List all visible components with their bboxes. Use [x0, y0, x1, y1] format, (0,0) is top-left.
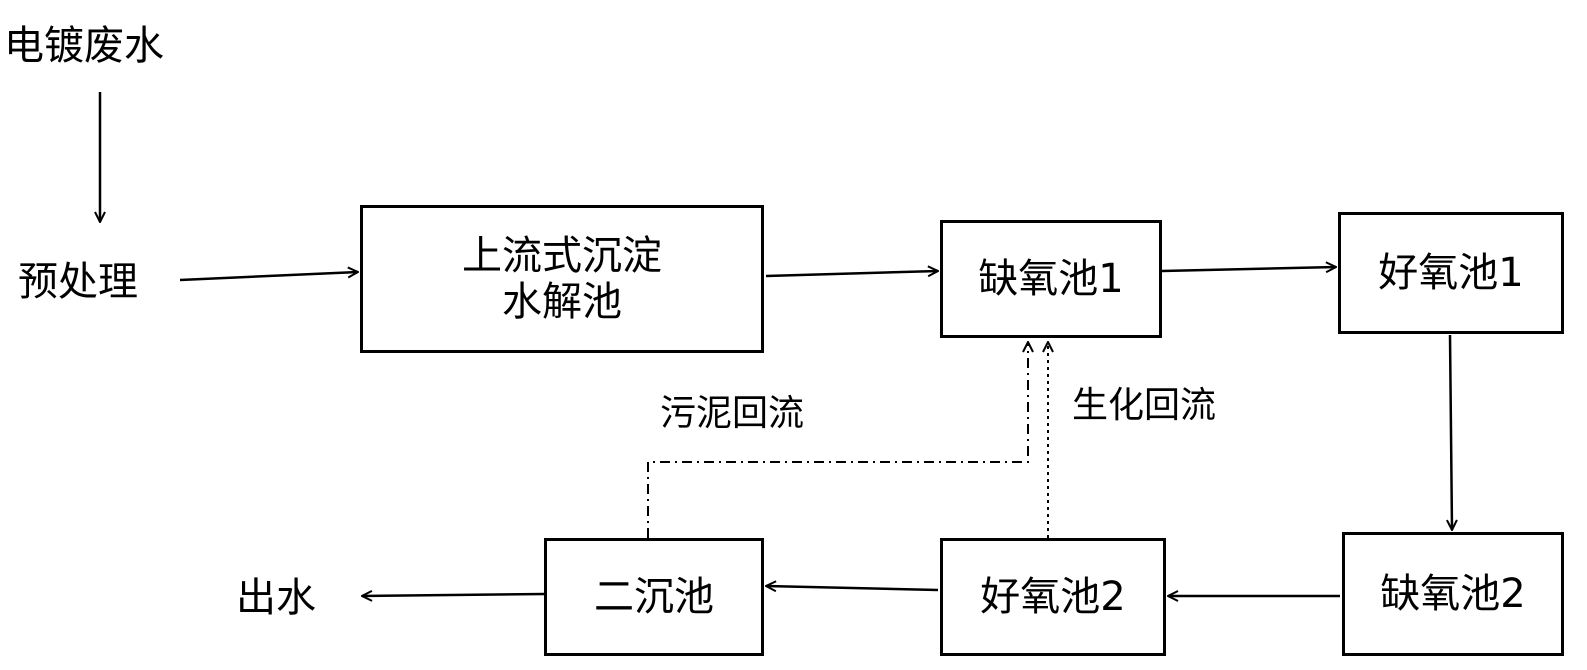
aerobic-tank-2-label: 好氧池2: [980, 574, 1126, 620]
upflow-tank-line2: 水解池: [502, 279, 622, 325]
upflow-tank-line1: 上流式沉淀: [462, 233, 662, 279]
arrow-aerobic2-to-clarifier: [766, 586, 939, 590]
bio-return-label: 生化回流: [1072, 385, 1217, 426]
aerobic-tank-1: 好氧池1: [1338, 212, 1564, 334]
effluent-label: 出水: [236, 575, 316, 621]
sludge-return-label: 污泥回流: [660, 393, 805, 434]
arrow-pretreatment-to-upflow: [179, 272, 358, 282]
arrow-anoxic1-to-aerobic1: [1161, 267, 1336, 271]
upflow-hydrolysis-tank: 上流式沉淀 水解池: [360, 205, 764, 353]
secondary-clarifier: 二沉池: [544, 538, 764, 656]
anoxic-tank-2: 缺氧池2: [1342, 532, 1564, 656]
source-label: 电镀废水: [4, 23, 164, 69]
anoxic-tank-2-label: 缺氧池2: [1380, 571, 1526, 617]
anoxic-tank-1-label: 缺氧池1: [978, 256, 1124, 302]
arrow-clarifier-to-effluent: [362, 594, 545, 596]
arrow-upflow-to-anoxic1: [765, 271, 938, 278]
pretreatment-label: 预处理: [18, 259, 138, 305]
anoxic-tank-1: 缺氧池1: [940, 220, 1162, 338]
aerobic-tank-1-label: 好氧池1: [1378, 250, 1524, 296]
secondary-clarifier-label: 二沉池: [594, 574, 714, 620]
sludge-return-line: [647, 342, 1028, 538]
arrow-aerobic1-to-anoxic2: [1450, 334, 1452, 530]
aerobic-tank-2: 好氧池2: [940, 538, 1166, 656]
